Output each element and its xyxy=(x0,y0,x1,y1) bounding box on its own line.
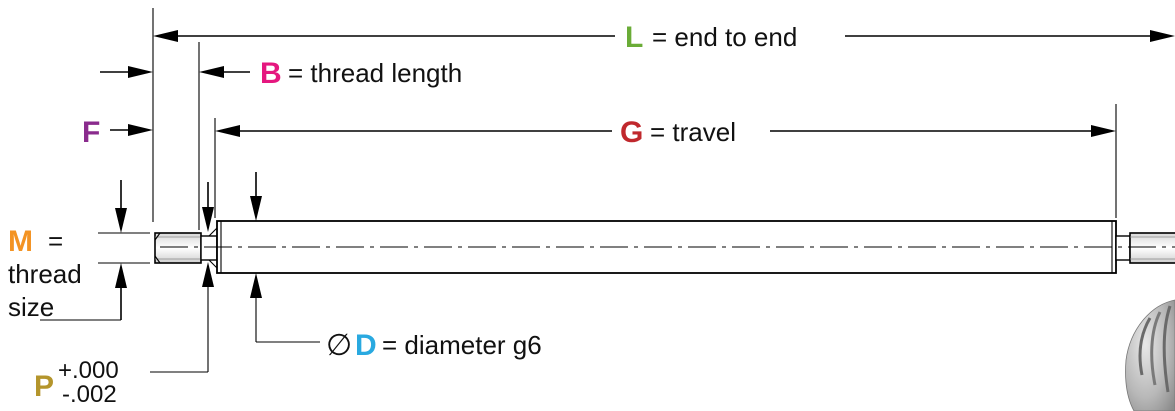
left-neck-chamfer-2 xyxy=(208,259,218,269)
label-P-tol-plus: +.000 xyxy=(58,357,119,384)
left-neck-chamfer xyxy=(208,227,218,237)
extension-lines xyxy=(98,8,1117,264)
label-G-text: = travel xyxy=(650,117,736,147)
label-D-symbol: ∅ xyxy=(326,329,352,362)
dimension-M: M = thread size xyxy=(8,180,127,322)
arrow-F xyxy=(128,124,153,136)
shaft-drawing xyxy=(154,220,1175,274)
arrow-M-top xyxy=(115,208,127,233)
left-thread-chamfer-2 xyxy=(154,255,161,264)
label-M-key: M xyxy=(8,225,33,258)
label-B-key: B xyxy=(260,57,282,90)
label-P-key: P xyxy=(34,370,54,403)
arrow-G-right xyxy=(1091,125,1116,137)
arrow-D-bottom xyxy=(250,273,262,298)
arrow-B-left xyxy=(128,66,153,78)
dimension-B: B = thread length xyxy=(100,57,462,90)
arrow-P-bottom xyxy=(202,262,214,287)
left-thread-end xyxy=(154,232,202,264)
label-L-key: L xyxy=(625,21,643,54)
label-M-line2: thread xyxy=(8,259,82,289)
arrow-L-right xyxy=(1150,30,1175,42)
label-M-line3: size xyxy=(8,292,54,322)
dimension-F: F xyxy=(82,116,153,149)
dimension-D: ∅ D = diameter g6 xyxy=(250,172,542,362)
right-thread-end xyxy=(1129,232,1175,264)
label-D-text: = diameter g6 xyxy=(382,330,542,360)
dimension-G: G = travel xyxy=(215,116,1116,149)
dimension-L: L = end to end xyxy=(153,21,1175,54)
arrow-D-top xyxy=(250,196,262,221)
left-neck xyxy=(200,235,218,261)
linear-bearing-image xyxy=(1125,299,1175,411)
dimension-P: P +.000 -.002 xyxy=(34,182,214,408)
arrow-B-right xyxy=(199,66,224,78)
arrow-G-left xyxy=(215,125,240,137)
label-M-eq: = xyxy=(48,226,63,256)
arrow-L-left xyxy=(153,30,178,42)
arrow-M-bottom xyxy=(115,263,127,288)
label-L-text: = end to end xyxy=(652,22,797,52)
label-D-key: D xyxy=(355,329,377,362)
arrow-P-top xyxy=(202,207,214,232)
left-thread-chamfer xyxy=(154,232,161,241)
left-thread-hatching xyxy=(155,236,201,260)
label-F-key: F xyxy=(82,116,100,149)
label-G-key: G xyxy=(620,116,643,149)
label-B-text: = thread length xyxy=(288,58,462,88)
label-P-tol-minus: -.002 xyxy=(62,381,117,408)
right-neck xyxy=(1115,235,1131,261)
